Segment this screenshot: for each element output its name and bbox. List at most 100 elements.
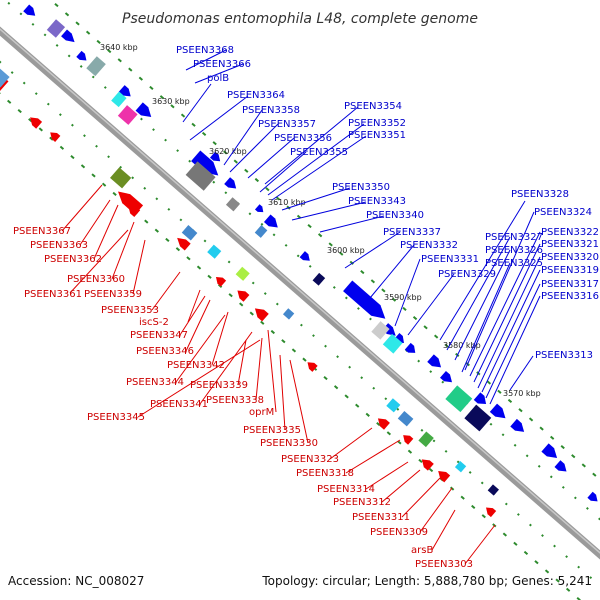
gene-label: PSEEN3355	[290, 147, 348, 158]
gene-feature-box	[445, 385, 473, 413]
gene-feature-box	[487, 484, 499, 496]
gene-label: PSEEN3354	[344, 101, 402, 112]
reverse-label-leader	[79, 199, 111, 246]
gene-feature-box	[86, 56, 106, 77]
gene-label: PSEEN3363	[30, 240, 88, 251]
reverse-label-leader	[267, 329, 277, 413]
gene-label: arsB	[411, 545, 433, 556]
kbp-tick: 3630 kbp	[152, 97, 190, 106]
gene-label: PSEEN3320	[541, 252, 599, 263]
forward-label-leader	[481, 269, 541, 393]
forward-label-leader	[469, 231, 541, 377]
gene-label: PSEEN3316	[541, 291, 599, 302]
gene-label: PSEEN3339	[190, 380, 248, 391]
gene-label: PSEEN3326	[485, 245, 543, 256]
reverse-gene-arrow	[307, 362, 318, 372]
reverse-gene-arrow	[438, 471, 451, 483]
gene-label: PSEEN3329	[438, 269, 496, 280]
gene-label: PSEEN3345	[87, 412, 145, 423]
gene-feature-box	[254, 225, 268, 238]
gene-label: PSEEN3319	[541, 265, 599, 276]
gene-feature-box	[386, 398, 401, 413]
genome-summary: Topology: circular; Length: 5,888,780 bp…	[261, 574, 592, 588]
gene-label: PSEEN3340	[366, 210, 424, 221]
gene-feature-box	[454, 461, 467, 473]
forward-gene-arrow	[254, 204, 264, 213]
genome-backbone	[0, 26, 600, 560]
gene-label: PSEEN3344	[126, 377, 184, 388]
forward-label-leader	[189, 95, 249, 141]
gene-feature-box	[117, 105, 138, 125]
forward-label-leader	[281, 187, 351, 211]
forward-label-leader	[489, 295, 541, 405]
kbp-tick: 3640 kbp	[100, 43, 138, 52]
forward-gene-labels: PSEEN3368 PSEEN3366 polB PSEEN3364 PSEEN…	[176, 45, 599, 361]
gene-label: PSEEN3368	[176, 45, 234, 56]
forward-gene-arrow	[587, 491, 598, 502]
forward-gene-arrow	[224, 177, 237, 189]
gene-label: PSEEN3335	[243, 425, 301, 436]
gene-label: PSEEN3311	[352, 512, 410, 523]
forward-label-leader	[185, 49, 227, 71]
forward-gene-arrow	[510, 418, 525, 432]
forward-label-leader	[344, 231, 401, 269]
reverse-label-leader	[419, 487, 453, 533]
kbp-tick: 3600 kbp	[327, 246, 365, 255]
forward-gene-arrow	[209, 151, 221, 162]
gene-label: polB	[207, 73, 229, 84]
kbp-tick: 3570 kbp	[503, 389, 541, 398]
gene-label: PSEEN3367	[13, 226, 71, 237]
gene-label: PSEEN3361	[24, 289, 82, 300]
gene-label: PSEEN3324	[534, 207, 592, 218]
forward-gene-arrow	[135, 102, 152, 117]
gene-features	[0, 4, 598, 518]
gene-label: iscS-2	[139, 317, 169, 328]
gene-feature-box	[0, 68, 10, 88]
forward-gene-arrow	[23, 4, 36, 16]
forward-label-leader	[473, 243, 541, 383]
reverse-label-leader	[151, 271, 181, 311]
forward-gene-arrow	[554, 460, 567, 472]
gene-label: PSEEN3312	[333, 497, 391, 508]
reverse-label-leader	[381, 469, 421, 503]
guide-track	[3, 0, 600, 521]
gene-label: PSEEN3309	[370, 527, 428, 538]
gene-label: PSEEN3364	[227, 90, 285, 101]
reverse-label-leader	[111, 221, 135, 280]
gene-label: PSEEN3360	[67, 274, 125, 285]
gene-label: PSEEN3327	[485, 232, 543, 243]
forward-gene-arrow	[191, 150, 219, 176]
forward-label-leader	[264, 106, 359, 185]
forward-label-leader	[477, 256, 541, 389]
reverse-gene-arrow	[254, 308, 269, 322]
gene-label: oprM	[249, 407, 274, 418]
forward-label-leader	[291, 201, 367, 221]
reverse-gene-arrow	[177, 237, 191, 251]
label-leaders	[61, 49, 541, 565]
gene-feature-box	[225, 197, 241, 212]
gene-label: PSEEN3337	[383, 227, 441, 238]
guide-track	[0, 60, 600, 588]
gene-label: PSEEN3342	[167, 360, 225, 371]
gene-label: PSEEN3314	[317, 484, 375, 495]
forward-label-leader	[509, 355, 534, 391]
kbp-ticks: 3640 kbp 3630 kbp 3620 kbp 3610 kbp 3600…	[100, 43, 541, 398]
gene-feature-box	[110, 167, 132, 189]
forward-label-leader	[223, 109, 263, 166]
reverse-label-leader	[187, 289, 201, 323]
reverse-label-leader	[345, 439, 401, 474]
gene-feature-box	[235, 266, 250, 281]
gene-feature-box	[371, 321, 390, 340]
map-title: Pseudomonas entomophila L48, complete ge…	[122, 11, 478, 27]
reverse-label-leader	[199, 331, 253, 405]
reverse-label-leader	[185, 299, 211, 352]
gene-label: PSEEN3358	[242, 105, 300, 116]
forward-label-leader	[194, 63, 244, 84]
gene-label: PSEEN3328	[511, 189, 569, 200]
gene-feature-box	[111, 91, 127, 108]
gene-label: PSEEN3346	[136, 346, 194, 357]
gene-label: PSEEN3325	[485, 258, 543, 269]
gene-label: PSEEN3303	[415, 559, 473, 570]
forward-gene-arrow	[343, 280, 386, 319]
gene-label: PSEEN3318	[296, 468, 354, 479]
